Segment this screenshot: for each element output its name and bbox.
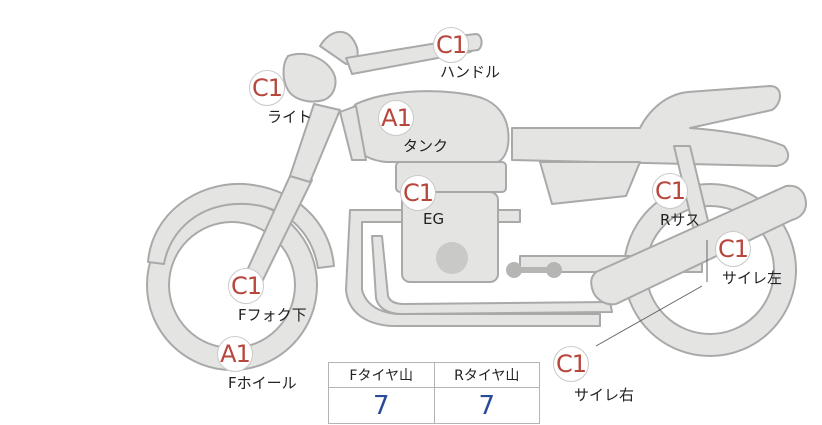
leader-line-right-muffler (595, 285, 703, 347)
front-fork-grade-badge: C1 (228, 268, 264, 304)
frame-top (339, 105, 367, 161)
footpeg (506, 262, 562, 278)
rear-tread-header: Rタイヤ山 (433, 362, 540, 388)
light-label: ライト (267, 108, 313, 126)
handle-grade-badge: C1 (433, 27, 469, 63)
rear-suspension-grade-badge: C1 (652, 173, 688, 209)
rear-tread-value: 7 (433, 387, 540, 424)
front-tread-header: Fタイヤ山 (328, 362, 435, 388)
front-wheel-grade-badge: A1 (217, 336, 253, 372)
headlight (282, 53, 337, 103)
tire-tread-table: Fタイヤ山 Rタイヤ山 7 7 (328, 362, 540, 424)
tank-grade-badge: A1 (378, 100, 414, 136)
engine-grade-badge: C1 (400, 175, 436, 211)
side-cover (539, 161, 641, 205)
front-tread-value: 7 (328, 387, 435, 424)
muffler-left-grade-badge: C1 (715, 231, 751, 267)
handle-label: ハンドル (440, 63, 501, 81)
muffler-right-label: サイレ右 (574, 386, 635, 404)
fork-upper (289, 103, 341, 183)
engine-label: EG (423, 210, 445, 228)
front-wheel-label: Fホイール (228, 374, 297, 392)
muffler (590, 184, 807, 306)
rear-suspension-label: Rサス (660, 211, 701, 229)
light-grade-badge: C1 (249, 70, 285, 106)
seat (511, 85, 790, 167)
front-fork-label: Fフォク下 (238, 306, 307, 324)
muffler-right-grade-badge: C1 (553, 346, 589, 382)
muffler-left-label: サイレ左 (722, 269, 783, 287)
tank-label: タンク (403, 137, 449, 155)
